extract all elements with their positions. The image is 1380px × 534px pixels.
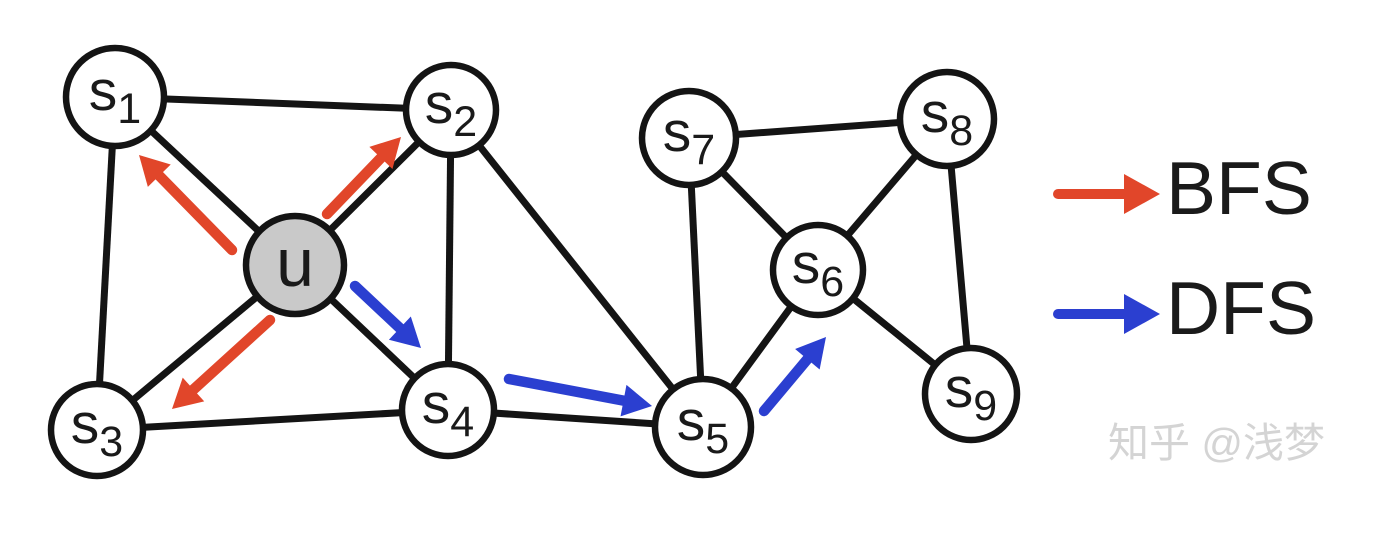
dfs-arrow-s5-s6-shaft <box>758 350 816 417</box>
node-label-s2: s2 <box>425 72 477 146</box>
dfs-arrow-s4-s5 <box>503 373 652 417</box>
bfs-arrow-u-s3 <box>172 314 276 409</box>
node-s9: s9 <box>921 344 1021 444</box>
node-circle-s1 <box>62 44 168 150</box>
arrow-right-icon-dfs-head <box>1124 294 1160 334</box>
node-circle-s4 <box>398 360 498 460</box>
node-u: u <box>242 212 348 318</box>
node-label-s3: s3 <box>71 392 123 466</box>
node-label-u: u <box>276 225 314 301</box>
dfs-arrow-s5-s6-head <box>795 337 826 370</box>
node-circle-s3 <box>47 380 147 480</box>
edge-s1-s2 <box>114 93 452 114</box>
node-circle-s2 <box>402 61 500 159</box>
node-circle-s6 <box>769 221 867 319</box>
node-circle-s9 <box>921 344 1021 444</box>
node-s2: s2 <box>402 61 500 159</box>
arrow-right-icon-dfs <box>1053 294 1160 334</box>
dfs-arrow-u-s4-shaft <box>349 280 409 337</box>
arrow-right-icon-bfs-head <box>1124 174 1160 214</box>
node-label-s8: s8 <box>921 81 973 155</box>
node-label-s7: s7 <box>663 100 715 174</box>
dfs-arrow-s5-s6 <box>758 337 826 417</box>
node-circle-s8 <box>896 68 998 170</box>
node-label-s6: s6 <box>792 232 844 306</box>
arrow-right-icon <box>1053 294 1160 334</box>
node-circle-s7 <box>638 87 740 189</box>
traversal-arrows-layer <box>139 137 826 417</box>
edge-s3-s4 <box>96 406 449 434</box>
node-s6: s6 <box>769 221 867 319</box>
dfs-arrow-u-s4 <box>349 280 421 348</box>
bfs-arrow-u-s1 <box>139 155 238 256</box>
bfs-arrow-u-s2-shaft <box>321 149 389 220</box>
legend-label-bfs: BFS <box>1166 146 1312 230</box>
node-label-s5: s5 <box>677 389 729 463</box>
node-circle-s5 <box>651 375 755 479</box>
nodes-layer: u s1 s2 s3 s4 s5 s6 s7 s8 s9 <box>47 44 1021 480</box>
edge-s2-s5 <box>448 107 706 430</box>
node-s4: s4 <box>398 360 498 460</box>
bfs-arrow-u-s1-head <box>139 155 171 187</box>
arrow-right-icon-bfs <box>1053 174 1160 214</box>
dfs-arrow-u-s4-head <box>388 316 421 348</box>
bfs-arrow-u-s2-head <box>369 137 401 169</box>
edge-s1-s3 <box>93 96 119 431</box>
arrow-right-icon <box>1053 174 1160 214</box>
node-label-s4: s4 <box>422 372 474 446</box>
bfs-arrow-u-s1-shaft <box>151 167 238 256</box>
node-s3: s3 <box>47 380 147 480</box>
node-s1: s1 <box>62 44 168 150</box>
dfs-arrow-s4-s5-head <box>620 384 652 417</box>
node-s8: s8 <box>896 68 998 170</box>
node-circle-u <box>242 212 348 318</box>
dfs-arrow-s4-s5-shaft <box>503 373 633 407</box>
edge-s2-s4 <box>444 109 455 411</box>
node-label-s9: s9 <box>945 356 997 430</box>
bfs-arrow-u-s2 <box>321 137 401 220</box>
legend: BFS DFS <box>1053 146 1316 350</box>
node-s7: s7 <box>638 87 740 189</box>
watermark: 知乎 @浅梦 <box>1108 420 1325 466</box>
bfs-arrow-u-s3-head <box>172 377 205 409</box>
bfs-arrow-u-s3-shaft <box>185 314 276 398</box>
node-s5: s5 <box>651 375 755 479</box>
node-label-s1: s1 <box>89 59 141 133</box>
legend-label-dfs: DFS <box>1166 266 1316 350</box>
